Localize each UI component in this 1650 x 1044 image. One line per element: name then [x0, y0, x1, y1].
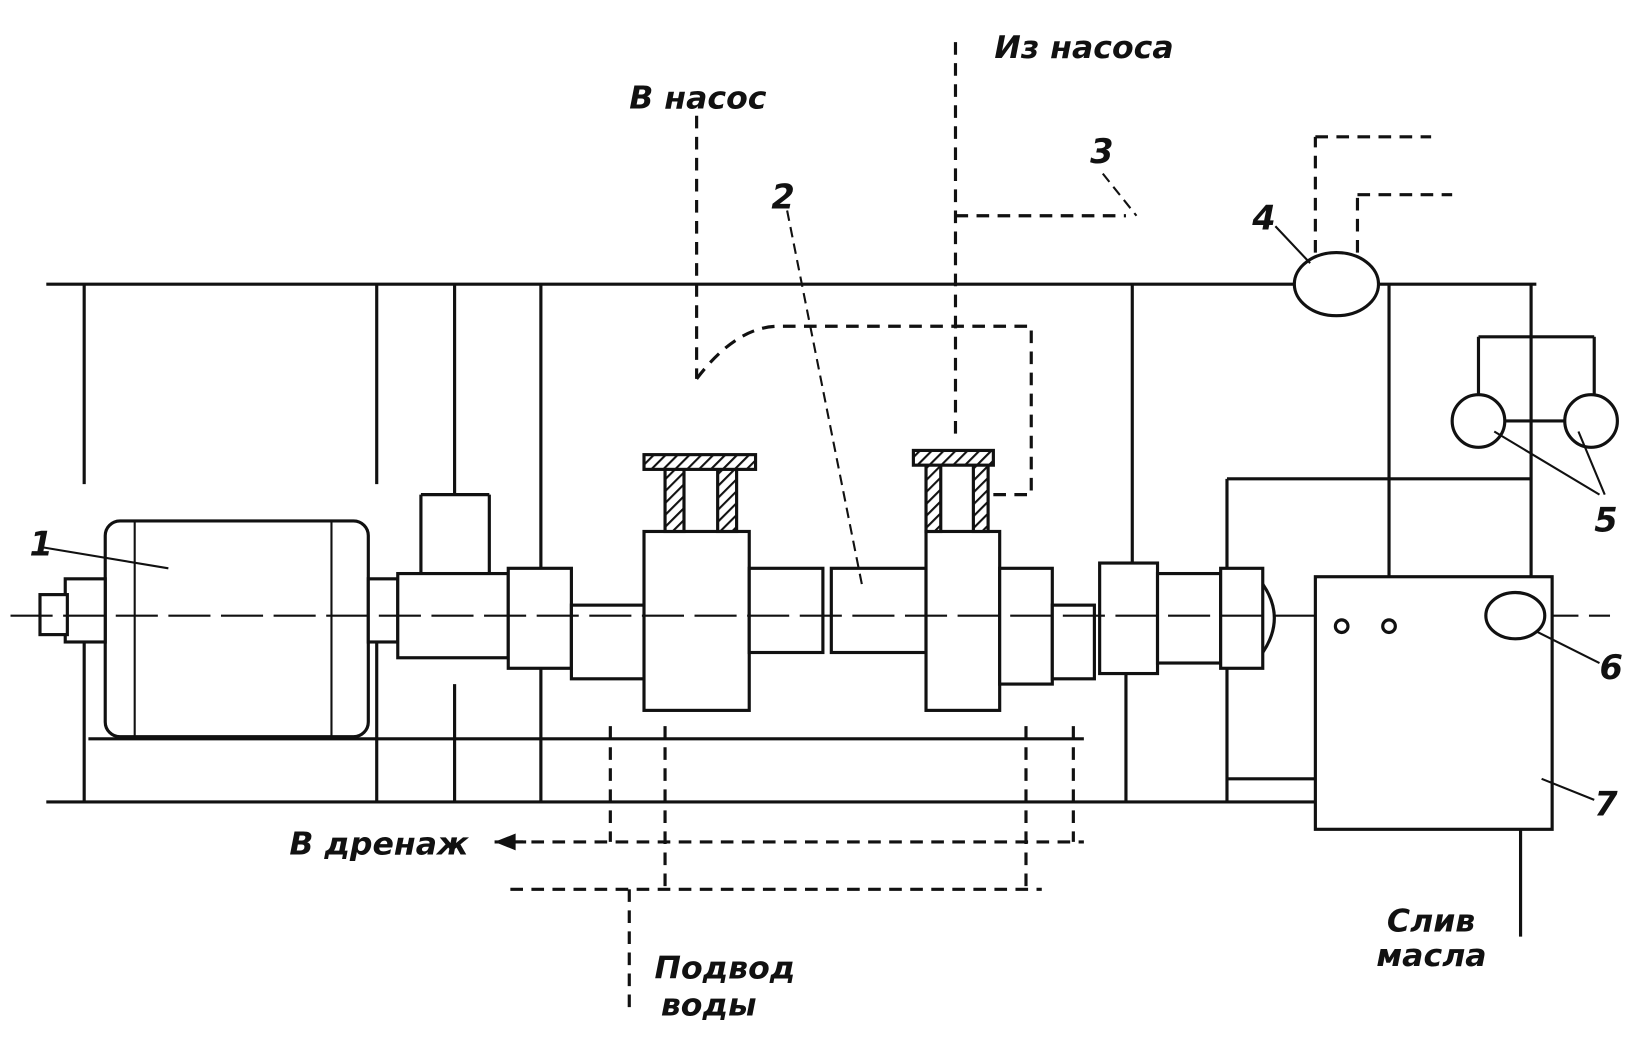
callout-4: 4 [1251, 198, 1275, 237]
callout-2: 2 [771, 177, 794, 216]
gearbox [396, 566, 647, 681]
label-oil-drain-1: Слив [1387, 903, 1475, 939]
callout-3: 3 [1090, 132, 1113, 171]
callout-1: 1 [29, 525, 52, 564]
oil-return-header [46, 737, 1316, 804]
compressor-casings [642, 448, 1276, 712]
label-water-supply-1: Подвод [655, 951, 796, 987]
label-to-pump: В насос [629, 80, 767, 116]
label-from-pump: Из насоса [994, 30, 1173, 66]
water-lines [494, 42, 1126, 1011]
label-to-drain: В дренаж [289, 827, 470, 863]
electric-motor [38, 519, 400, 739]
label-oil-drain-2: масла [1376, 938, 1486, 974]
leader-lines [41, 172, 1606, 801]
label-water-supply-2: воды [661, 988, 757, 1024]
oil-filters [1450, 335, 1619, 449]
callout-7: 7 [1594, 785, 1618, 824]
oil-tank [1313, 575, 1554, 937]
callout-5: 5 [1594, 500, 1617, 539]
callout-6: 6 [1599, 648, 1622, 687]
oil-cooler [1292, 135, 1453, 318]
